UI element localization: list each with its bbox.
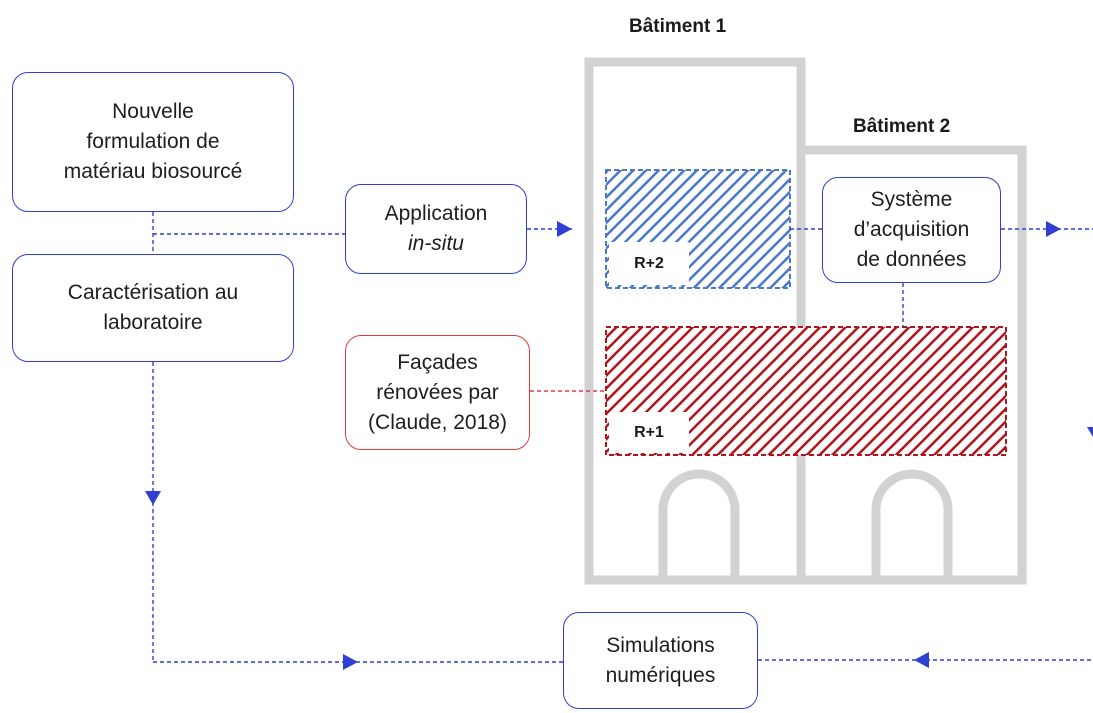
floor-r2-label: R+2 (609, 242, 689, 285)
caracterisation-line-2: laboratoire (103, 311, 203, 334)
formulation-line-2: formulation de (86, 130, 220, 153)
simulations-line-2: numériques (605, 663, 716, 687)
acquisition-line-2: d’acquisition (853, 218, 970, 241)
arrowhead-to-simulations-right (914, 652, 929, 668)
arrowhead-to-r2 (557, 221, 572, 237)
building-2-arch (871, 469, 953, 580)
arrowhead-right-edge (1046, 221, 1061, 237)
caracterisation-line-1: Caractérisation au (67, 281, 239, 304)
box-caracterisation: Caractérisation au laboratoire (12, 254, 294, 362)
application-line-1: Application (384, 202, 488, 225)
facades-line-2: rénovées par (376, 380, 499, 404)
floor-r1-label: R+1 (609, 412, 689, 453)
arrowhead-partial-right (1087, 427, 1093, 437)
box-nouvelle-formulation: Nouvelle formulation de matériau biosour… (12, 72, 294, 212)
arrowhead-down-left (145, 491, 161, 505)
box-facades-renovees: Façades rénovées par (Claude, 2018) (345, 335, 530, 450)
building-2-title: Bâtiment 2 (853, 116, 951, 137)
building-1-arch (658, 469, 740, 580)
simulations-line-1: Simulations (606, 633, 715, 657)
acquisition-line-1: Système (870, 188, 953, 211)
box-systeme-acquisition: Système d’acquisition de données (822, 177, 1001, 283)
facades-line-1: Façades (397, 350, 478, 374)
box-simulations-numeriques: Simulations numériques (563, 612, 758, 709)
arrowhead-to-simulations-left (343, 654, 358, 670)
building-2-outline (801, 145, 1027, 585)
building-1-outline (584, 57, 806, 585)
facades-line-3: (Claude, 2018) (368, 410, 507, 434)
building-1-title: Bâtiment 1 (629, 16, 727, 37)
box-application-in-situ: Application in-situ (345, 184, 527, 274)
acquisition-line-3: de données (856, 248, 967, 271)
application-line-2: in-situ (407, 232, 464, 255)
formulation-line-1: Nouvelle (112, 100, 194, 123)
formulation-line-3: matériau biosourcé (63, 160, 243, 183)
